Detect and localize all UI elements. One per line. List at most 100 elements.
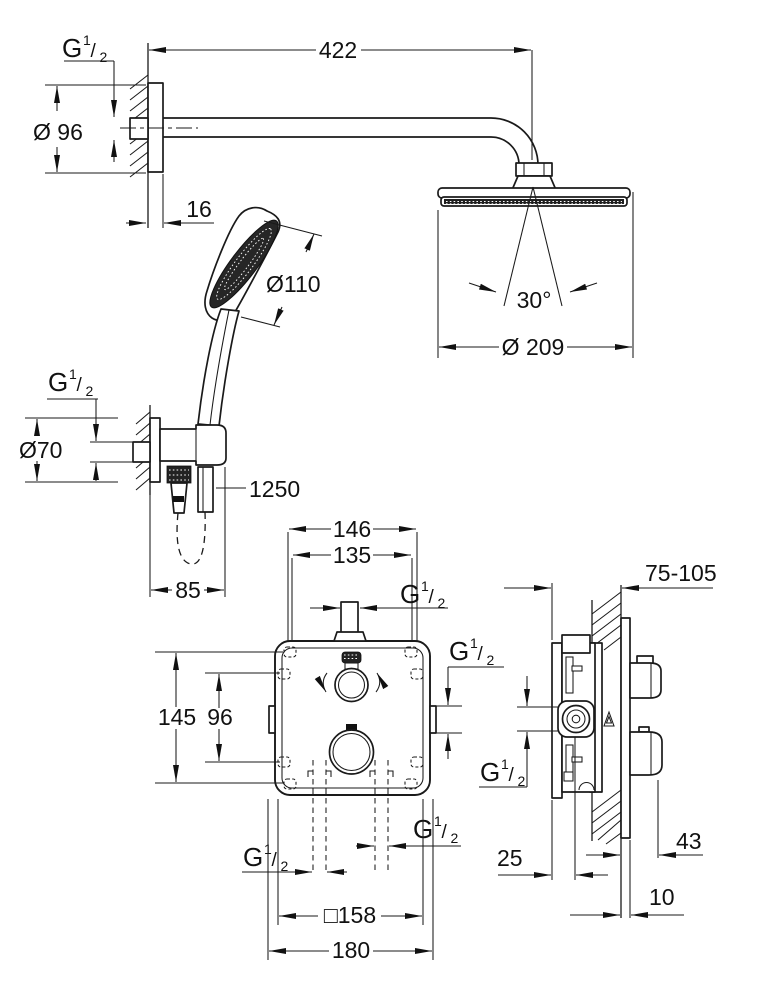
side-port-outer-ring	[561, 704, 591, 734]
body-detail-box	[563, 771, 574, 782]
dim-box-height-inner: 96	[207, 704, 233, 730]
dim-flange-depth: 16	[186, 196, 212, 222]
holder-body	[159, 424, 227, 466]
holder-thread-fitting	[132, 441, 151, 463]
thread-size-text: 1	[83, 32, 91, 48]
arm-nut	[515, 162, 553, 177]
handle-contour-line	[209, 309, 230, 426]
side-port-left	[268, 705, 276, 734]
wall-hatch-bottom	[591, 789, 622, 845]
spray-angle-line-right	[532, 186, 563, 307]
overhead-arm-module	[120, 43, 539, 228]
dim-plate-thickness: 10	[649, 884, 675, 910]
arrow	[273, 306, 284, 326]
thread-size-text: /	[509, 765, 515, 786]
dim-hose-length: 1250	[249, 476, 300, 502]
thread-size-text: G	[400, 579, 420, 609]
thermostat-spindle-ring	[337, 671, 366, 699]
extension-line	[263, 220, 323, 237]
thread-size-text: G	[62, 33, 82, 63]
side-port-mid-ring	[566, 709, 586, 729]
rotation-arrow-left	[314, 672, 328, 693]
lower-handle-knob	[629, 731, 663, 776]
body-detail-arc	[578, 782, 595, 791]
side-port-right	[429, 705, 437, 734]
hose-knurled-nut	[166, 465, 192, 484]
screw-tabs	[277, 646, 424, 790]
hose-cone-band	[173, 496, 184, 502]
body-detail-tick	[571, 756, 583, 763]
dim-box-width-inner: 135	[333, 542, 371, 568]
thread-size-text: 2	[86, 383, 94, 399]
dim-arm-length: 422	[319, 37, 357, 63]
top-port-flange	[333, 631, 367, 642]
thread-size-text: 1	[421, 578, 429, 594]
shower-arm-inner	[163, 136, 520, 166]
thread-size-text: /	[478, 644, 484, 665]
dim-box-width-outer: 146	[333, 516, 371, 542]
trim-plate	[620, 617, 631, 839]
hose-dashed-loop	[176, 511, 206, 565]
spray-angle-line-left	[503, 186, 534, 307]
box-top-block	[561, 634, 591, 654]
body-detail-slot	[565, 656, 574, 694]
dim-holder-diameter: Ø70	[19, 437, 62, 463]
thread-size-text: /	[442, 822, 448, 843]
top-port-stem	[340, 601, 359, 632]
thread-size-text: G	[243, 842, 263, 872]
thread-size-text: /	[272, 850, 278, 871]
side-port-bore	[571, 714, 581, 724]
thread-size-text: 2	[518, 773, 526, 789]
dim-flange-diameter: Ø 96	[33, 119, 83, 145]
rotation-arrow-right	[375, 672, 389, 693]
dim-holder-depth: 85	[175, 577, 201, 603]
thread-size-text: 1	[434, 813, 442, 829]
thermostat-spindle	[334, 667, 369, 703]
upper-handle-knob	[629, 662, 662, 699]
extension-line	[240, 316, 281, 328]
thread-size-text: G	[449, 636, 469, 666]
hand-shower-module	[197, 206, 281, 427]
dim-overall-width: 180	[332, 937, 370, 963]
thread-size-text: G	[480, 757, 500, 787]
dim-box-height-outer: 145	[158, 704, 196, 730]
dim-install-depth-range: 75-105	[645, 560, 717, 586]
thread-size-text: /	[91, 41, 97, 62]
mixer-side-view	[551, 585, 663, 918]
thread-size-text: 1	[470, 635, 478, 651]
rough-in-box-inner	[281, 647, 424, 789]
head-shower-module	[437, 162, 631, 307]
dim-plate-size: □158	[324, 902, 376, 928]
handle-tail-tube	[197, 466, 214, 513]
arrow	[569, 282, 598, 293]
flow-direction-mark	[603, 710, 615, 727]
arrow	[468, 282, 497, 293]
arrow	[304, 233, 315, 253]
volume-spindle-ring	[332, 732, 371, 772]
thread-size-text: 2	[487, 652, 495, 668]
thread-size-text: G	[48, 367, 68, 397]
shower-holder-module	[132, 405, 227, 565]
holder-escutcheon	[149, 417, 161, 483]
dim-handle-projection: 43	[676, 828, 702, 854]
thermostat-spindle-cap	[341, 651, 362, 664]
wall-hatch-top	[591, 591, 622, 651]
dim-head-diameter: Ø 209	[502, 334, 565, 360]
thread-size-text: 1	[501, 756, 509, 772]
thread-size-text: 2	[281, 858, 289, 874]
dim-spray-angle: 30°	[517, 287, 552, 313]
shower-arm-outer	[163, 117, 539, 166]
thread-size-text: 2	[438, 595, 446, 611]
flow-direction-mark-inner	[605, 715, 613, 724]
dim-hand-shower-diameter: Ø110	[266, 271, 321, 297]
